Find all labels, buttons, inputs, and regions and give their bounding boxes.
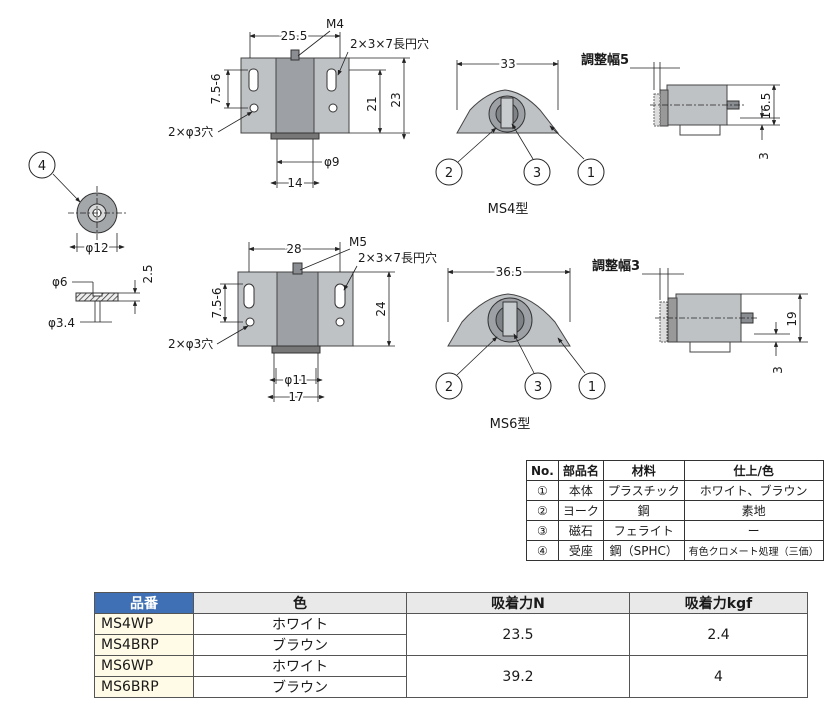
ms4-callout-3: 3 — [533, 166, 541, 181]
dim-ms4-right-height: 16.5 — [759, 93, 773, 120]
part-finish: ホワイト、ブラウン — [683, 480, 824, 501]
ms4-callout-2: 2 — [445, 166, 453, 181]
dim-strike-inner: φ6 — [52, 275, 68, 289]
product-color: ブラウン — [193, 676, 407, 698]
part-no: ① — [526, 480, 559, 501]
dim-ms4-h21: 21 — [365, 96, 379, 111]
part-name: 受座 — [557, 540, 604, 561]
ms4-front-view: 25.5 M4 2×3×7長円穴 7.5-6 21 23 2×φ3穴 φ9 14 — [168, 17, 429, 192]
product-code: MS4WP — [94, 613, 194, 635]
product-force-n: 39.2 — [406, 655, 630, 698]
table-row: MS4WP ホワイト 23.5 2.4 — [94, 613, 808, 656]
dim-ms6-right-height: 19 — [785, 311, 799, 326]
part-material: 鋼（SPHC） — [602, 540, 685, 561]
callout-4-label: 4 — [38, 159, 46, 174]
ms6-right-view: 調整幅3 19 3 — [592, 258, 808, 374]
dim-ms4-width: 25.5 — [281, 29, 308, 43]
dim-strike-thickness: 2.5 — [141, 264, 155, 283]
table-row: ④ 受座 鋼（SPHC） 有色クロメート処理（三価） — [526, 540, 824, 561]
dim-ms4-h23: 23 — [389, 92, 403, 107]
parts-table-header: No. 部品名 材料 仕上/色 — [526, 460, 824, 481]
part-finish: 素地 — [683, 500, 824, 521]
parts-header-no: No. — [526, 460, 559, 481]
dim-ms6-base: 17 — [288, 390, 303, 404]
part-material: プラスチック — [602, 480, 685, 501]
dim-ms4-boss: φ9 — [324, 155, 340, 169]
product-force-n: 23.5 — [406, 613, 630, 656]
ms6-front-view: 28 M5 2×3×7長円穴 7.5-6 24 2×φ3穴 φ11 17 — [168, 235, 437, 406]
product-code: MS4BRP — [94, 634, 194, 656]
product-header-code: 品番 — [94, 592, 194, 614]
dim-ms4-screw: M4 — [326, 17, 344, 31]
dim-ms6-pitch: 7.5-6 — [210, 287, 224, 318]
product-force-kgf: 4 — [629, 655, 808, 698]
dim-ms6-adjust: 調整幅3 — [592, 258, 640, 274]
dim-ms4-pitch: 7.5-6 — [209, 73, 223, 104]
table-row: ③ 磁石 フェライト ー — [526, 520, 824, 541]
dim-ms4-slot: 2×3×7長円穴 — [350, 36, 429, 51]
dim-ms6-right-offset: 3 — [771, 366, 785, 374]
ms4-model-label: MS4型 — [488, 202, 529, 217]
table-row: MS4BRP ブラウン — [94, 634, 808, 656]
dim-ms6-side-width: 36.5 — [496, 265, 523, 279]
dim-ms4-side-width: 33 — [500, 57, 515, 71]
product-force-kgf: 2.4 — [629, 613, 808, 656]
product-header-color: 色 — [193, 592, 407, 614]
product-table: 品番 色 吸着力N 吸着力kgf MS4WP ホワイト 23.5 2.4 MS4… — [94, 592, 808, 698]
product-table-header: 品番 色 吸着力N 吸着力kgf — [94, 592, 808, 614]
product-code: MS6WP — [94, 655, 194, 677]
dim-strike-diameter: φ12 — [85, 241, 108, 255]
parts-header-name: 部品名 — [557, 460, 604, 481]
dim-ms6-h24: 24 — [374, 301, 388, 316]
part-name: 磁石 — [557, 520, 604, 541]
dim-strike-hole: φ3.4 — [48, 316, 75, 330]
dim-ms4-base: 14 — [287, 176, 302, 190]
ms4-right-view: 調整幅5 16.5 3 — [581, 52, 780, 160]
product-code: MS6BRP — [94, 676, 194, 698]
product-header-force-n: 吸着力N — [406, 592, 630, 614]
dim-ms6-screw: M5 — [349, 235, 367, 249]
product-color: ホワイト — [193, 655, 407, 677]
ms6-side-view: 36.5 2 3 1 MS6型 — [435, 263, 606, 432]
part-material: フェライト — [602, 520, 685, 541]
technical-drawing: 4 φ12 φ6 φ3.4 2.5 25.5 M4 — [28, 17, 808, 432]
dim-ms6-boss: φ11 — [284, 373, 307, 387]
part-finish: ー — [683, 520, 824, 541]
part-no: ④ — [526, 540, 559, 561]
ms4-callout-1: 1 — [587, 166, 595, 181]
table-row: MS6BRP ブラウン — [94, 676, 808, 698]
dim-ms6-holes: 2×φ3穴 — [168, 336, 213, 351]
part-finish: 有色クロメート処理（三価） — [683, 540, 824, 561]
dim-ms4-adjust: 調整幅5 — [581, 52, 629, 68]
parts-table: No. 部品名 材料 仕上/色 ① 本体 プラスチック ホワイト、ブラウン ② … — [526, 460, 824, 561]
strike-plate-view: 4 φ12 φ6 φ3.4 2.5 — [28, 151, 155, 330]
part-no: ② — [526, 500, 559, 521]
table-row: ① 本体 プラスチック ホワイト、ブラウン — [526, 480, 824, 501]
ms6-model-label: MS6型 — [490, 417, 531, 432]
product-header-force-kgf: 吸着力kgf — [629, 592, 808, 614]
dim-ms6-slot: 2×3×7長円穴 — [358, 250, 437, 265]
ms6-callout-1: 1 — [588, 380, 596, 395]
ms6-callout-2: 2 — [445, 380, 453, 395]
table-row: ② ヨーク 鋼 素地 — [526, 500, 824, 521]
product-color: ホワイト — [193, 613, 407, 635]
dim-ms4-holes: 2×φ3穴 — [168, 124, 213, 139]
parts-header-material: 材料 — [602, 460, 685, 481]
dim-ms4-right-offset: 3 — [757, 152, 771, 160]
callout-4 — [28, 151, 56, 179]
dim-ms6-width: 28 — [286, 242, 301, 256]
part-no: ③ — [526, 520, 559, 541]
product-color: ブラウン — [193, 634, 407, 656]
ms4-side-view: 33 2 3 1 MS4型 — [435, 55, 605, 217]
part-name: ヨーク — [557, 500, 604, 521]
ms6-callout-3: 3 — [534, 380, 542, 395]
part-name: 本体 — [557, 480, 604, 501]
part-material: 鋼 — [602, 500, 685, 521]
parts-header-finish: 仕上/色 — [683, 460, 824, 481]
table-row: MS6WP ホワイト 39.2 4 — [94, 655, 808, 698]
